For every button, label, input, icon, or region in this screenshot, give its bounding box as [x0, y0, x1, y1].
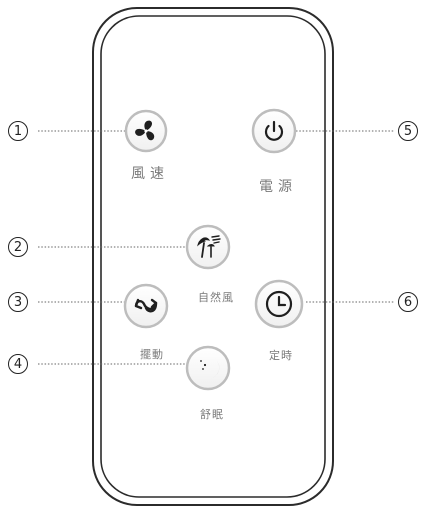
palm-tree-wind-icon	[197, 235, 221, 258]
swing-label: 擺動	[140, 348, 164, 361]
callout-number-2: 2	[8, 237, 28, 257]
speed-label: 風速	[131, 166, 169, 182]
fan-icon	[135, 120, 155, 141]
power-button[interactable]	[251, 108, 297, 154]
moon-sleep-icon	[200, 357, 220, 379]
timer-label: 定時	[269, 349, 293, 362]
natural-wind-label: 自然風	[198, 291, 234, 304]
speed-button[interactable]	[124, 109, 168, 153]
remote-body-inner	[100, 15, 326, 498]
remote-body-outer	[92, 7, 334, 506]
callout-number-6: 6	[398, 292, 418, 312]
power-label: 電源	[259, 179, 297, 195]
swing-arrows-icon	[134, 298, 158, 313]
callout-number-4: 4	[8, 354, 28, 374]
natural-wind-button[interactable]	[185, 224, 231, 270]
callout-number-1: 1	[8, 121, 28, 141]
callout-number-3: 3	[8, 292, 28, 312]
callout-number-5: 5	[398, 121, 418, 141]
timer-button[interactable]	[254, 279, 304, 329]
sleep-label: 舒眠	[200, 408, 224, 421]
power-icon	[264, 120, 284, 141]
clock-icon	[265, 290, 293, 318]
sleep-button[interactable]	[185, 345, 231, 391]
swing-button[interactable]	[123, 283, 169, 329]
